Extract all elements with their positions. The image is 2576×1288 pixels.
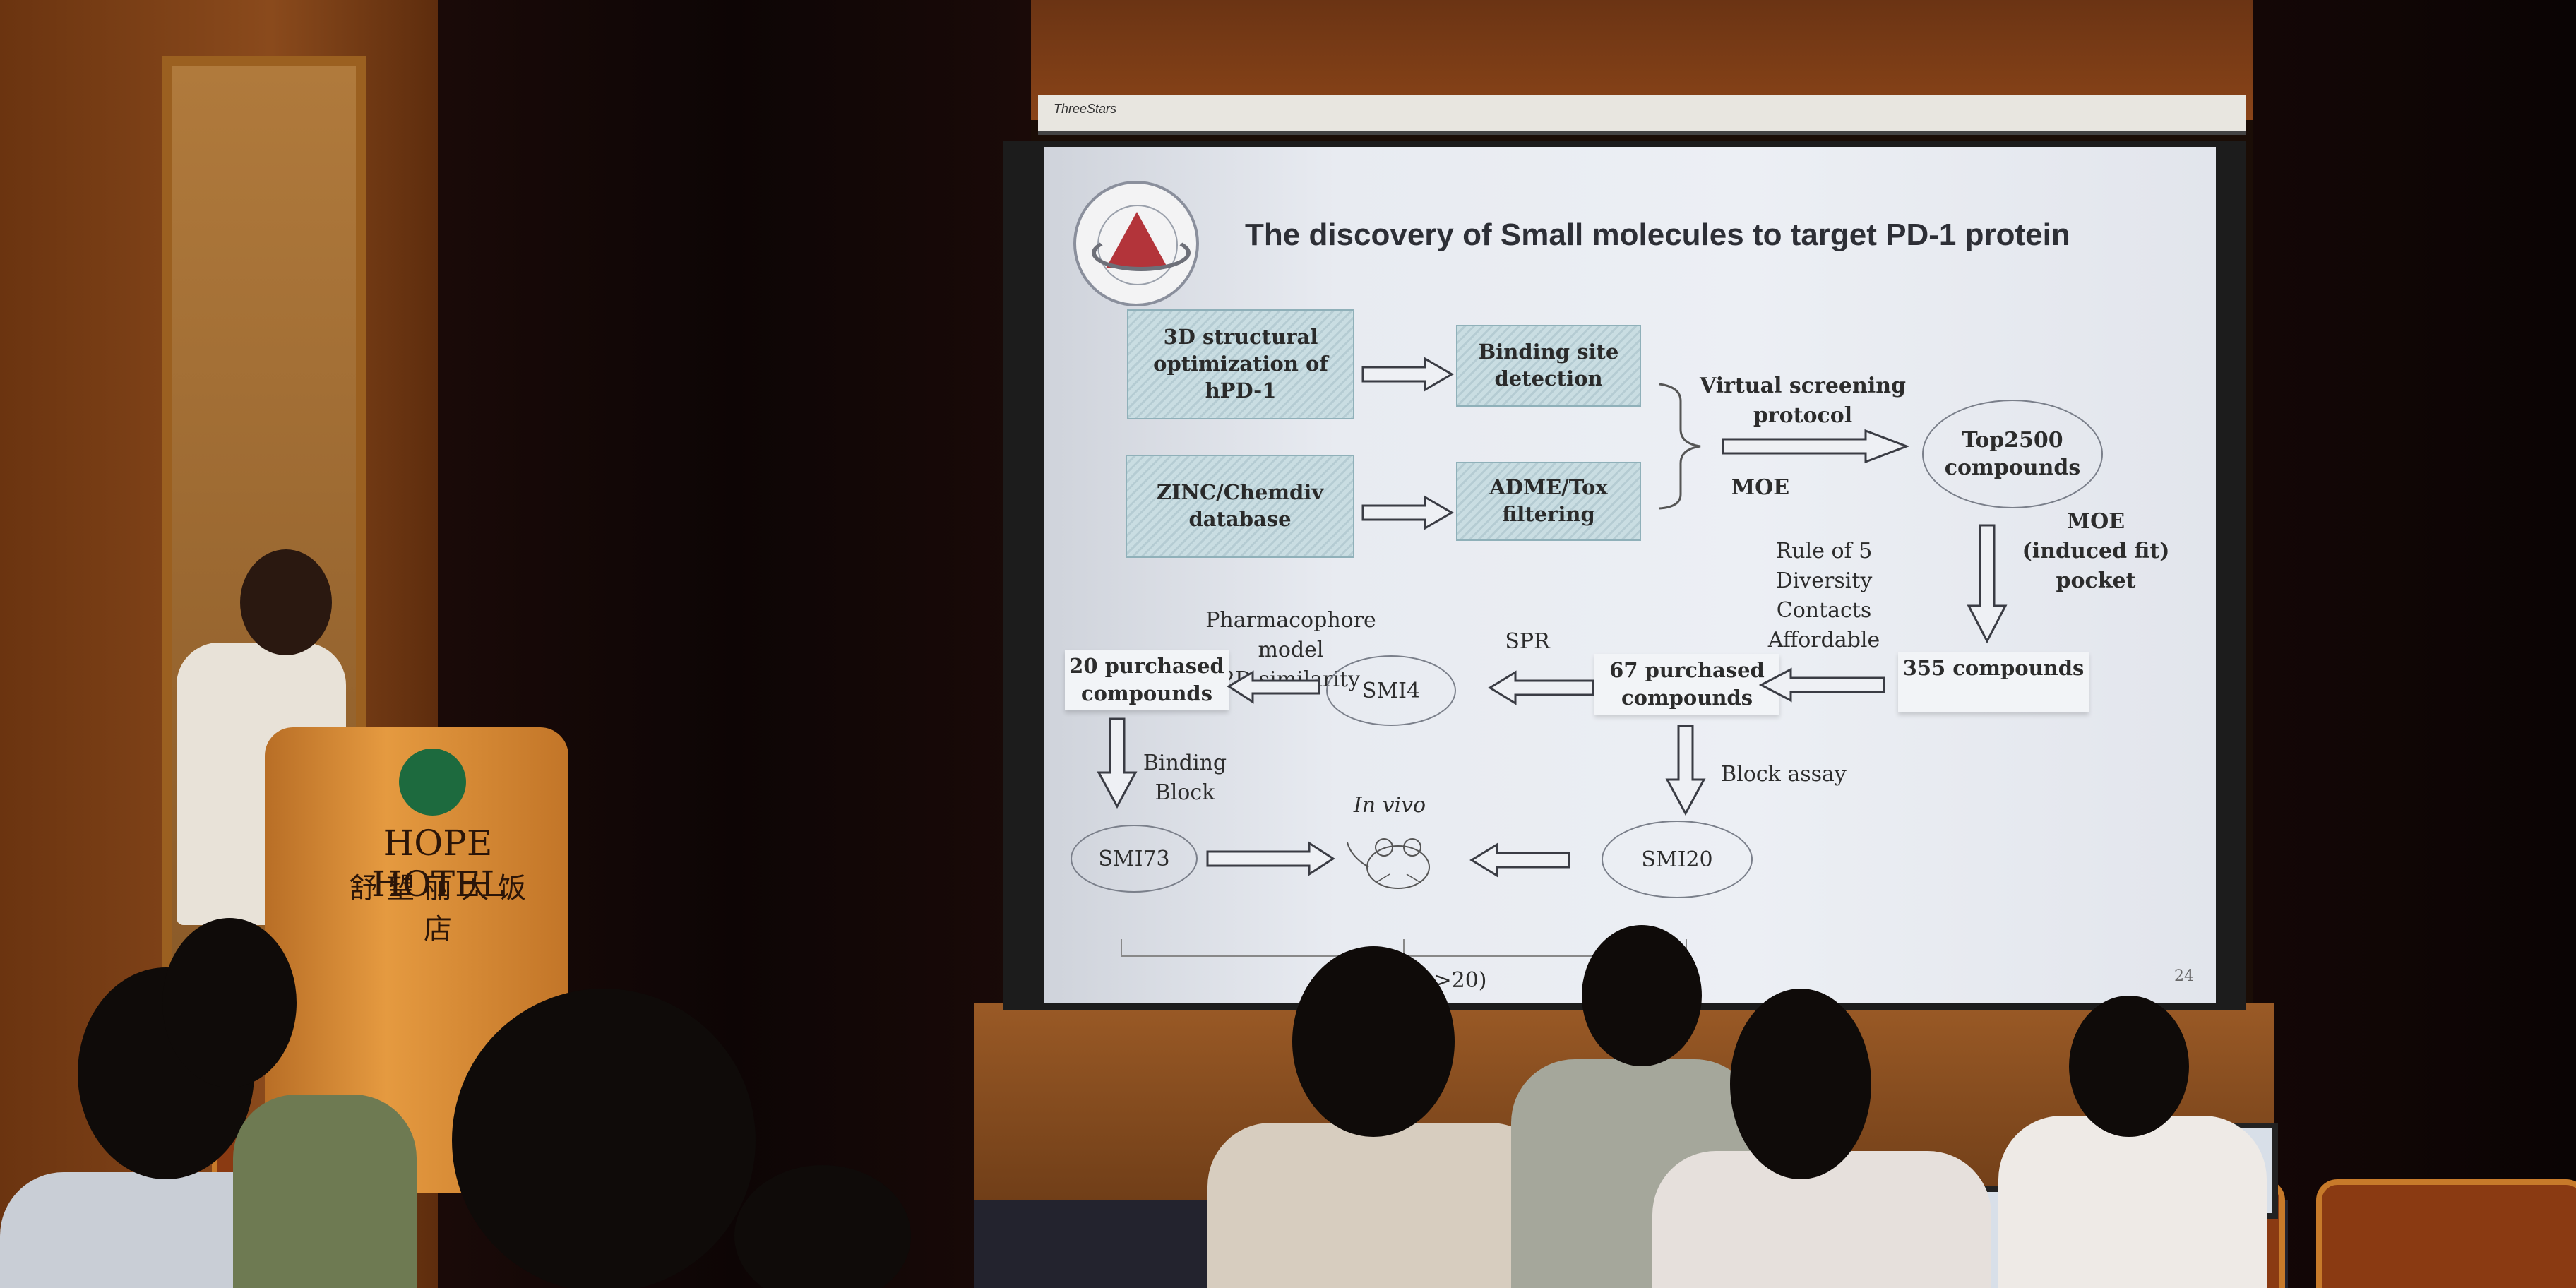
slide-title: The discovery of Small molecules to targ… — [1245, 217, 2070, 252]
right-curtain — [2253, 0, 2576, 1288]
label-bottom-note: >20) — [1433, 968, 1487, 993]
presentation-slide: The discovery of Small molecules to targ… — [1044, 147, 2216, 1003]
node-smi4: SMI4 — [1326, 655, 1456, 726]
node-67-purchased: 67 purchased compounds — [1594, 654, 1779, 715]
audience-member-head — [1292, 946, 1455, 1137]
box-3d-structural: 3D structural optimization of hPD-1 — [1127, 309, 1354, 419]
label-block-assay: Block assay — [1721, 762, 1847, 787]
podium-hotel-name: HOPE HOTEL — [371, 823, 504, 905]
box-adme-filtering: ADME/Tox filtering — [1456, 462, 1641, 541]
audience-member-torso — [1208, 1123, 1554, 1288]
speaker-head — [240, 549, 332, 655]
node-355-compounds: 355 compounds — [1898, 652, 2089, 712]
audience-member-head — [1582, 925, 1702, 1066]
node-smi73: SMI73 — [1071, 825, 1198, 893]
mouse-icon — [1347, 838, 1430, 889]
projection-screen-header — [1038, 95, 2246, 135]
audience-member-head — [162, 918, 297, 1087]
label-moe: MOE — [1731, 475, 1790, 500]
audience-member-torso — [233, 1095, 417, 1288]
box-binding-site: Binding site detection — [1456, 325, 1641, 407]
label-virtual-screening: Virtual screening protocol — [1699, 374, 1907, 428]
audience-member-head — [734, 1165, 911, 1288]
hotel-logo-icon — [399, 749, 466, 816]
audience-member-head — [452, 989, 756, 1288]
university-logo — [1073, 181, 1199, 306]
logo-arc-icon — [1092, 234, 1191, 271]
flow-arrows — [1097, 357, 2008, 957]
node-smi20: SMI20 — [1602, 821, 1753, 898]
node-top2500: Top2500 compounds — [1922, 400, 2103, 508]
slide-page-number: 24 — [2174, 967, 2194, 985]
label-in-vivo: In vivo — [1353, 793, 1426, 818]
audience-member-head — [1730, 989, 1871, 1179]
label-selection-rules: Rule of 5 Diversity Contacts Affordable — [1767, 539, 1880, 652]
audience-member-head — [2069, 996, 2189, 1137]
audience-member-torso — [1998, 1116, 2267, 1288]
screen-brand-label: ThreeStars — [1054, 102, 1117, 116]
podium-hotel-name-chinese: 舒 望 丽 大 饭 店 — [349, 872, 527, 946]
node-20-purchased: 20 purchased compounds — [1065, 650, 1229, 710]
label-moe-induced-fit: MOE (induced fit) pocket — [2022, 509, 2170, 593]
label-spr: SPR — [1505, 629, 1550, 654]
chair — [2316, 1179, 2576, 1288]
box-zinc-database: ZINC/Chemdiv database — [1126, 455, 1354, 558]
label-binding-block: Binding Block — [1143, 751, 1227, 805]
